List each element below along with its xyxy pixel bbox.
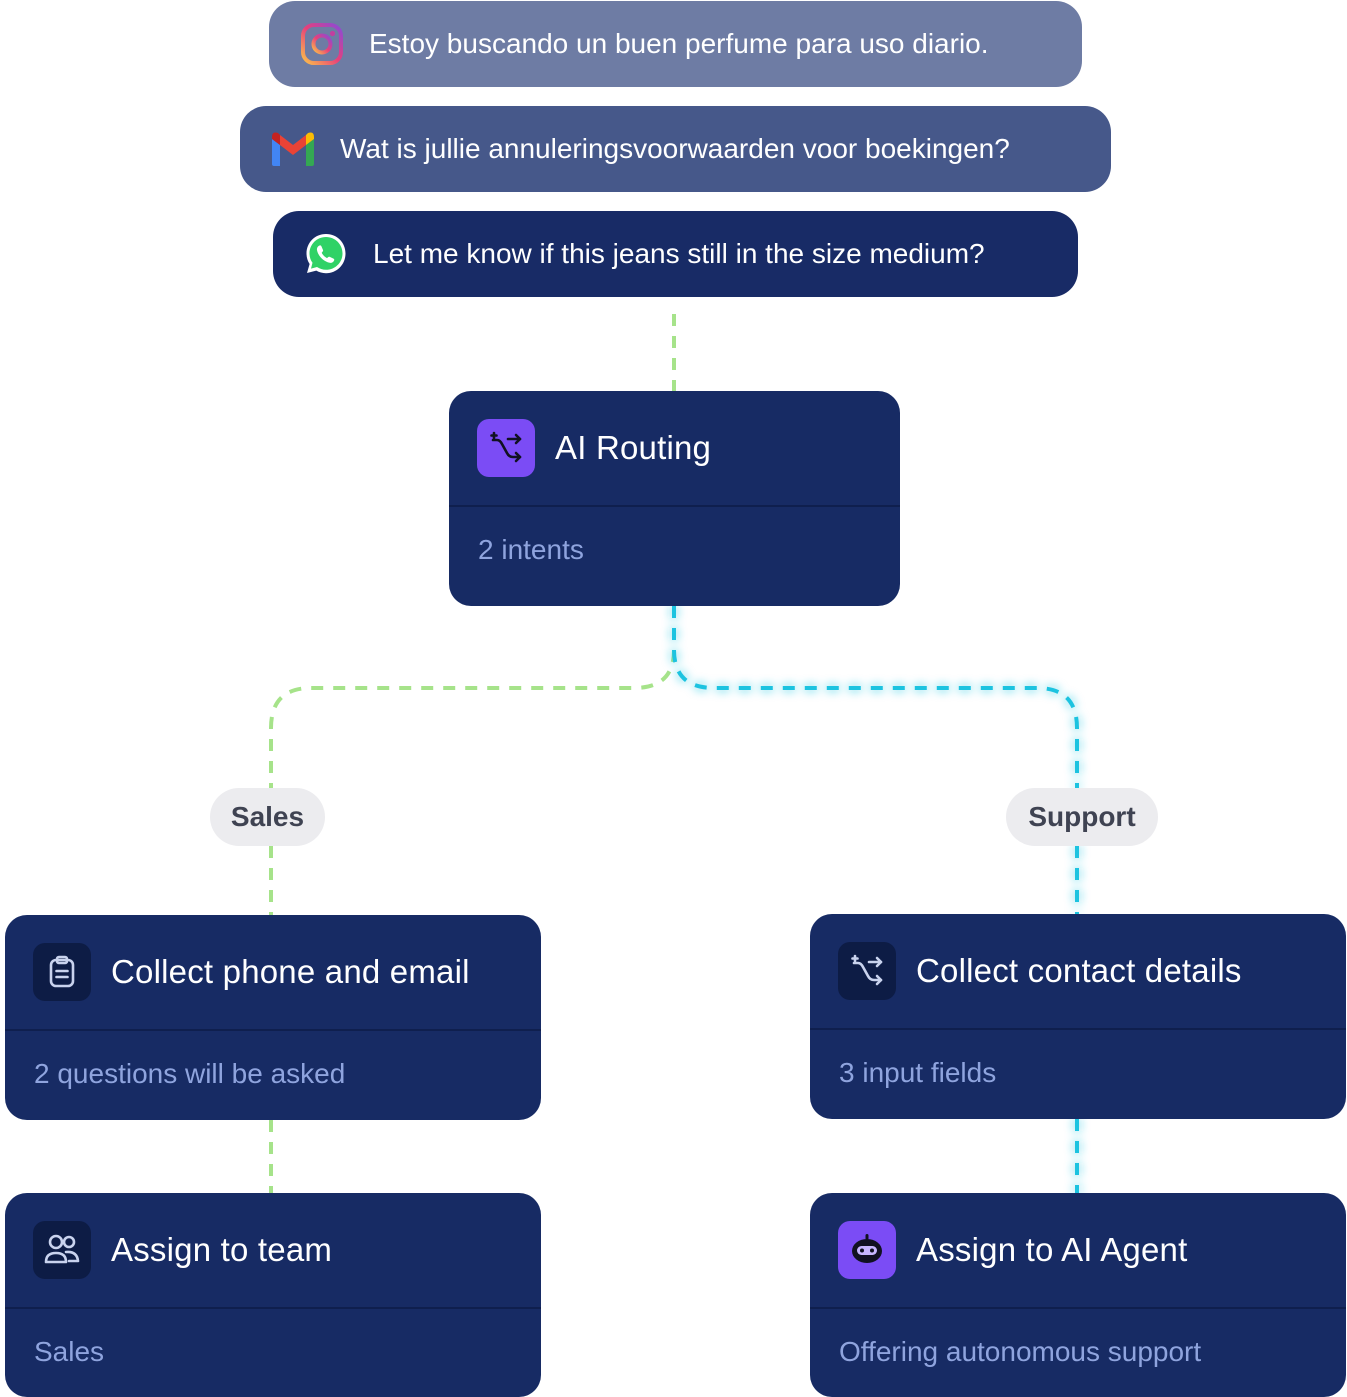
connector-support [672,606,1079,788]
message-text: Wat is jullie annuleringsvoorwaarden voo… [340,133,1010,164]
route-icon [477,419,535,477]
node-title: Collect contact details [916,952,1242,989]
node-subtitle: Sales [34,1336,105,1367]
node-title: AI Routing [555,429,712,466]
instagram-icon [299,21,345,67]
node-subtitle: 2 questions will be asked [34,1058,346,1089]
node-header: Collect contact details [810,914,1346,1030]
message-text: Estoy buscando un buen perfume para uso … [369,28,989,59]
message-text: Let me know if this jeans still in the s… [373,238,985,269]
node-header: Assign to AI Agent [810,1193,1346,1309]
node-assign-to-ai-agent[interactable]: Assign to AI Agent Offering autonomous s… [810,1193,1346,1397]
node-collect-phone-email[interactable]: Collect phone and email 2 questions will… [5,915,541,1120]
clipboard-icon [33,943,91,1001]
branch-label-support[interactable]: Support [1006,788,1158,846]
node-header: Assign to team [5,1193,541,1309]
gmail-icon [270,126,316,172]
node-ai-routing[interactable]: AI Routing 2 intents [449,391,900,606]
ai-agent-icon [838,1221,896,1279]
team-icon [33,1221,91,1279]
node-subtitle: 2 intents [478,534,584,565]
node-title: Assign to AI Agent [916,1231,1188,1268]
node-subtitle: Offering autonomous support [839,1336,1202,1367]
message-whatsapp: Let me know if this jeans still in the s… [273,211,1078,297]
node-collect-contact-details[interactable]: Collect contact details 3 input fields [810,914,1346,1119]
node-assign-to-team[interactable]: Assign to team Sales [5,1193,541,1397]
message-gmail: Wat is jullie annuleringsvoorwaarden voo… [240,106,1111,192]
node-header: AI Routing [449,391,900,507]
node-title: Collect phone and email [111,953,470,990]
node-header: Collect phone and email [5,915,541,1031]
message-instagram: Estoy buscando un buen perfume para uso … [269,1,1082,87]
node-title: Assign to team [111,1231,333,1268]
whatsapp-icon [303,231,349,277]
route-icon [838,942,896,1000]
node-subtitle: 3 input fields [839,1057,997,1088]
branch-label-sales[interactable]: Sales [210,788,325,846]
connector-sales [269,606,676,788]
